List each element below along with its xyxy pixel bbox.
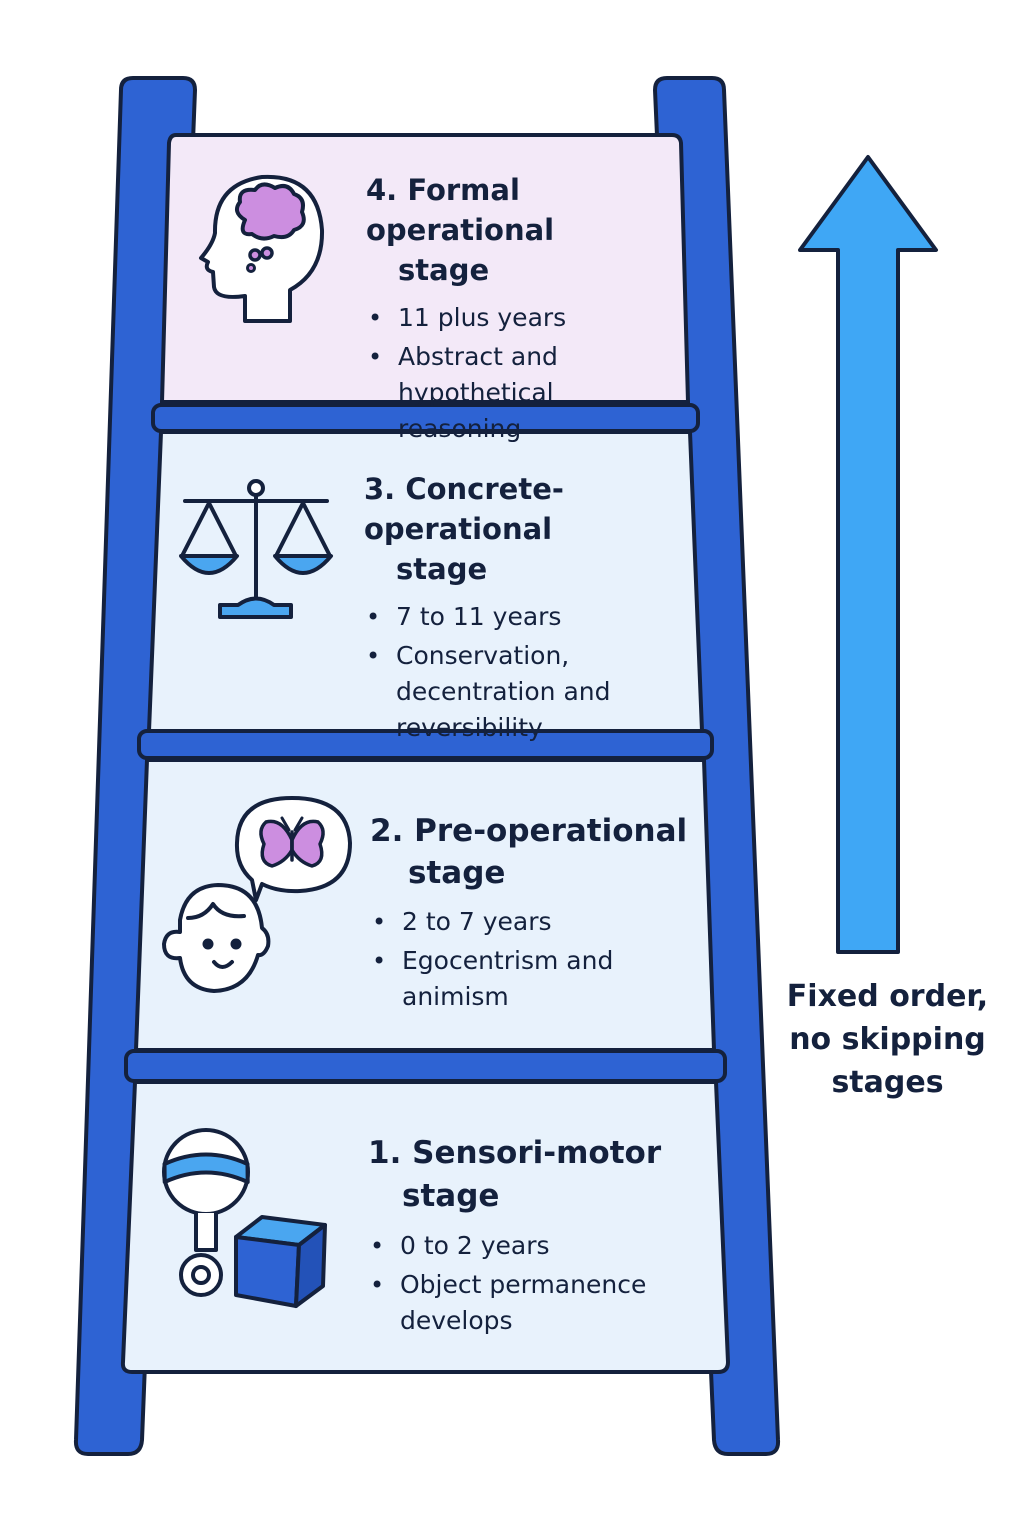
stage-2-text: 2. Pre-operational stage 2 to 7 years Eg… <box>370 810 690 1018</box>
head-thought-icon <box>199 174 325 323</box>
stage-3-text: 3. Concrete-operational stage 7 to 11 ye… <box>364 469 684 749</box>
stage-4-text: 4. Formal operational stage 11 plus year… <box>366 170 686 450</box>
rung-bottom <box>124 1049 727 1083</box>
stage-1-title: 1. Sensori-motor stage <box>368 1132 688 1218</box>
stage-4-bullet-feature: Abstract and hypothetical reasoning <box>366 339 678 447</box>
stage-1-title-line2: stage <box>402 1178 500 1214</box>
stage-1-title-line1: Sensori-motor <box>412 1135 662 1171</box>
stage-4-title-line1: Formal operational <box>366 173 555 247</box>
child-butterfly-icon <box>162 796 352 993</box>
stage-4-bullets: 11 plus years Abstract and hypothetical … <box>366 300 686 447</box>
stage-4-title: 4. Formal operational stage <box>366 170 686 290</box>
stage-3-title-line2: stage <box>396 552 488 586</box>
stage-3-bullets: 7 to 11 years Conservation, decentration… <box>364 599 684 746</box>
stage-2-title-line2: stage <box>408 855 506 891</box>
stage-2-bullet-age: 2 to 7 years <box>370 904 690 940</box>
stage-2-number: 2. <box>370 813 404 849</box>
upward-arrow <box>798 155 938 954</box>
stage-4-title-line2: stage <box>398 253 490 287</box>
stage-2-title-line1: Pre-operational <box>414 813 688 849</box>
stage-1-bullet-age: 0 to 2 years <box>368 1228 688 1264</box>
stage-3-title-line1: Concrete-operational <box>364 472 564 546</box>
balance-scale-icon <box>179 479 333 619</box>
stage-3-title: 3. Concrete-operational stage <box>364 469 684 589</box>
fixed-order-note: Fixed order, no skipping stages <box>786 979 989 1100</box>
stage-2-title: 2. Pre-operational stage <box>370 810 690 894</box>
stage-3-number: 3. <box>364 472 396 506</box>
stage-1-number: 1. <box>368 1135 402 1171</box>
rattle-block-icon <box>162 1128 327 1308</box>
stage-3-bullet-feature: Conservation, decentration and reversibi… <box>364 638 646 746</box>
stage-1-bullet-feature: Object permanence develops <box>368 1267 670 1339</box>
stage-2-bullets: 2 to 7 years Egocentrism and animism <box>370 904 690 1015</box>
stage-1-text: 1. Sensori-motor stage 0 to 2 years Obje… <box>368 1132 688 1342</box>
stage-4-number: 4. <box>366 173 398 207</box>
stage-1-bullets: 0 to 2 years Object permanence develops <box>368 1228 688 1339</box>
stage-2-bullet-feature: Egocentrism and animism <box>370 943 652 1015</box>
stage-3-bullet-age: 7 to 11 years <box>364 599 684 635</box>
stage-4-bullet-age: 11 plus years <box>366 300 686 336</box>
